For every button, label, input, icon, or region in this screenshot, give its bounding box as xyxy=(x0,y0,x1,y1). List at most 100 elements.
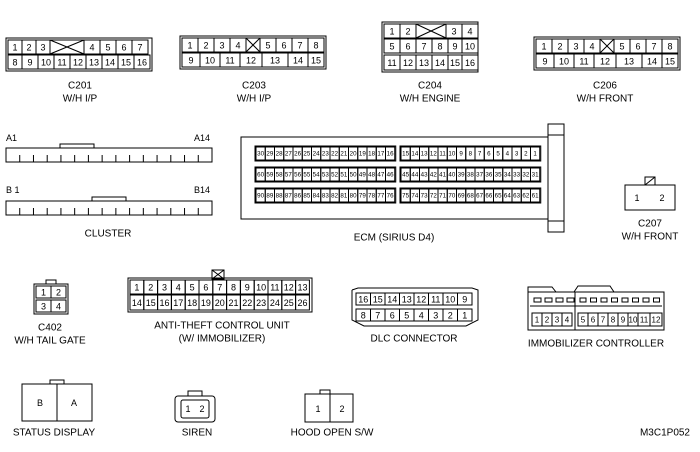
pin-number: 87 xyxy=(285,193,292,200)
pin-cell xyxy=(661,53,679,69)
pin-number: 13 xyxy=(89,58,99,68)
connector-name: HOOD OPEN S/W xyxy=(291,428,374,439)
dlc-housing xyxy=(351,287,479,327)
pin-number: 5 xyxy=(389,42,394,52)
pin-number: 4 xyxy=(467,27,472,37)
pin-number: 16 xyxy=(137,58,147,68)
blank-pin-mark xyxy=(49,39,85,55)
pin-number: 23 xyxy=(322,151,329,158)
pin-number: 6 xyxy=(487,151,491,158)
connector-name: DLC CONNECTOR xyxy=(370,334,457,345)
connector-housing xyxy=(304,393,354,423)
pin-cell xyxy=(131,39,149,55)
pin-number: 1 xyxy=(134,283,139,293)
ecm-block-left xyxy=(254,187,397,204)
pin-cell xyxy=(530,146,541,161)
pin-number: 23 xyxy=(256,298,266,308)
pin-number: 48 xyxy=(368,172,375,179)
connector-name: C402 xyxy=(38,323,62,334)
pin-number: 15 xyxy=(450,58,460,68)
pin-number: 2 xyxy=(148,283,153,293)
pin-number: 6 xyxy=(203,283,208,293)
key-tab xyxy=(91,196,127,201)
pin-cell xyxy=(649,312,663,327)
pin-number: 49 xyxy=(359,172,366,179)
pin-number: 4 xyxy=(235,41,240,51)
pin-number: 8 xyxy=(437,42,442,52)
latch-slot xyxy=(653,297,660,303)
pin-number: 6 xyxy=(591,316,596,325)
pin-number: 34 xyxy=(504,172,511,179)
cluster-row-housing xyxy=(5,147,213,163)
pin-number: 45 xyxy=(402,172,409,179)
pin-number: 1 xyxy=(533,151,537,158)
pin-number: 10 xyxy=(445,295,455,305)
pin-number: 24 xyxy=(313,151,320,158)
pin-number: 1 xyxy=(187,41,192,51)
pin-number: 7 xyxy=(297,41,302,51)
pin-number: 72 xyxy=(430,193,437,200)
key-tab-mark xyxy=(211,269,225,280)
pin-number: 5 xyxy=(105,43,110,53)
pin-number: 9 xyxy=(459,151,463,158)
pin-number: 9 xyxy=(452,42,457,52)
pin-number: 1 xyxy=(185,404,190,414)
pin-number: 3 xyxy=(573,42,578,52)
pin-number: 31 xyxy=(532,172,539,179)
pin-number: 39 xyxy=(458,172,465,179)
blank-pin-mark xyxy=(599,38,615,54)
pin-number: 82 xyxy=(331,193,338,200)
pin-number: 7 xyxy=(421,42,426,52)
connector-harness: (W/ IMMOBILIZER) xyxy=(179,334,266,345)
pin-cell xyxy=(530,188,541,203)
connector-name: IMMOBILIZER CONTROLLER xyxy=(528,339,664,350)
pin-number: 86 xyxy=(294,193,301,200)
pin-number: 62 xyxy=(522,193,529,200)
pin-number: 25 xyxy=(303,151,310,158)
pin-label: A xyxy=(71,398,77,408)
pin-number: 16 xyxy=(387,151,394,158)
pin-number: 67 xyxy=(476,193,483,200)
pin-number: 19 xyxy=(359,151,366,158)
pin-number: 1 xyxy=(12,43,17,53)
pin-number: 2 xyxy=(56,288,61,298)
pin-number: 9 xyxy=(621,316,626,325)
pin-number: 74 xyxy=(411,193,418,200)
pin-number: 68 xyxy=(467,193,474,200)
cluster-row-housing xyxy=(5,200,213,216)
pin-label-a14: A14 xyxy=(194,133,210,143)
pin-number: 1 xyxy=(541,42,546,52)
pin-cell xyxy=(457,292,473,306)
pin-number: 14 xyxy=(647,57,657,67)
pin-number: 1 xyxy=(389,27,394,37)
inner-shell xyxy=(180,399,210,419)
pin-number: 69 xyxy=(458,193,465,200)
pin-number: 18 xyxy=(368,151,375,158)
pin-cell xyxy=(385,146,396,161)
pin-number: 36 xyxy=(485,172,492,179)
figure-code: M3C1P052 xyxy=(640,428,690,439)
pin-number: 7 xyxy=(137,43,142,53)
latch-slot xyxy=(632,297,639,303)
ecm-flange xyxy=(547,123,565,233)
pin-number: 53 xyxy=(322,172,329,179)
pin-number: 13 xyxy=(421,151,428,158)
pin-number: 7 xyxy=(478,151,482,158)
pin-number: 58 xyxy=(276,172,283,179)
pin-label: B xyxy=(37,398,43,408)
latch-slot xyxy=(544,297,553,303)
pin-number: 57 xyxy=(285,172,292,179)
pin-number: 4 xyxy=(89,43,94,53)
connector-housing xyxy=(179,35,327,70)
pin-number: 11 xyxy=(431,295,440,305)
pin-number: 3 xyxy=(555,316,560,325)
connector-harness: W/H ENGINE xyxy=(400,94,461,105)
pin-number: 5 xyxy=(619,42,624,52)
pin-number: 85 xyxy=(303,193,310,200)
key-tab-mark xyxy=(644,176,656,186)
pin-number: 15 xyxy=(665,57,675,67)
connector-housing xyxy=(533,36,681,71)
